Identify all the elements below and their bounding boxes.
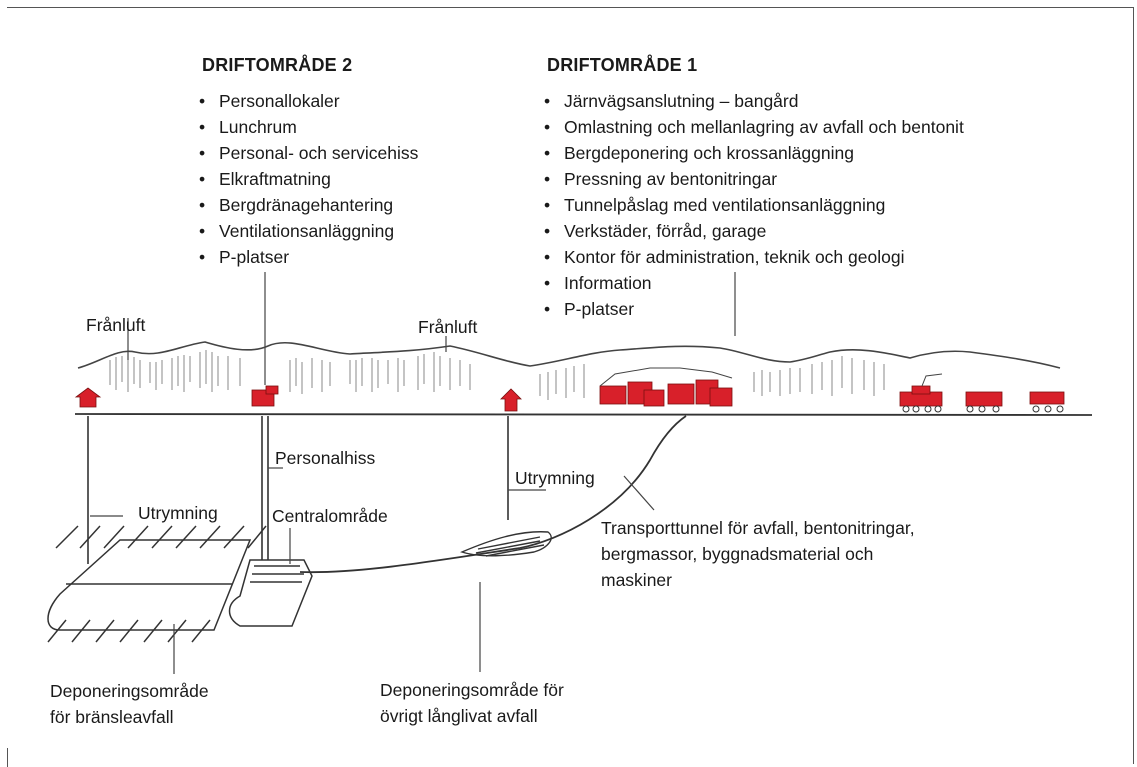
- central-area: [230, 560, 313, 626]
- list-item: Ventilationsanläggning: [199, 218, 418, 244]
- label-exhaust-mid: Frånluft: [418, 314, 477, 340]
- label-repository-fuel: Deponeringsområde för bränsleavfall: [50, 678, 209, 730]
- exhaust-vent-left: [76, 388, 100, 407]
- list-item: Personallokaler: [199, 88, 418, 114]
- area2-list: Personallokaler Lunchrum Personal- och s…: [199, 88, 418, 270]
- list-item: Bergdränagehantering: [199, 192, 418, 218]
- shafts: [88, 416, 508, 564]
- area1-heading: DRIFTOMRÅDE 1: [547, 55, 697, 76]
- list-item: Järnvägsanslutning – bangård: [544, 88, 964, 114]
- list-item: Omlastning och mellanlagring av avfall o…: [544, 114, 964, 140]
- ground-line: [75, 414, 1092, 415]
- building-area1-a: [600, 386, 626, 404]
- label-escape-left: Utrymning: [138, 500, 218, 526]
- list-item: Kontor för administration, teknik och ge…: [544, 244, 964, 270]
- list-item: P-platser: [199, 244, 418, 270]
- label-central-area: Centralområde: [272, 503, 388, 529]
- train-car-3: [1030, 392, 1064, 404]
- area1-list: Järnvägsanslutning – bangård Omlastning …: [544, 88, 964, 322]
- wheels: [903, 406, 1063, 412]
- label-repository-other: Deponeringsområde för övrigt långlivat a…: [380, 677, 564, 729]
- label-exhaust-left: Frånluft: [86, 312, 145, 338]
- label-escape-right: Utrymning: [515, 465, 595, 491]
- list-item: Tunnelpåslag med ventilationsanläggning: [544, 192, 964, 218]
- list-item: Personal- och servicehiss: [199, 140, 418, 166]
- leader-lines: [90, 272, 735, 674]
- list-item: P-platser: [544, 296, 964, 322]
- list-item: Pressning av bentonitringar: [544, 166, 964, 192]
- label-personnel-lift: Personalhiss: [275, 445, 375, 471]
- train-car-2: [966, 392, 1002, 406]
- area2-heading: DRIFTOMRÅDE 2: [202, 55, 352, 76]
- ground-silhouette: [78, 342, 1060, 368]
- exhaust-vent-mid: [501, 389, 521, 411]
- repository-fuel-waste: [48, 526, 266, 642]
- list-item: Lunchrum: [199, 114, 418, 140]
- list-item: Bergdeponering och krossanläggning: [544, 140, 964, 166]
- list-item: Information: [544, 270, 964, 296]
- list-item: Elkraftmatning: [199, 166, 418, 192]
- list-item: Verkstäder, förråd, garage: [544, 218, 964, 244]
- label-transport-tunnel: Transporttunnel för avfall, bentonitring…: [601, 515, 915, 593]
